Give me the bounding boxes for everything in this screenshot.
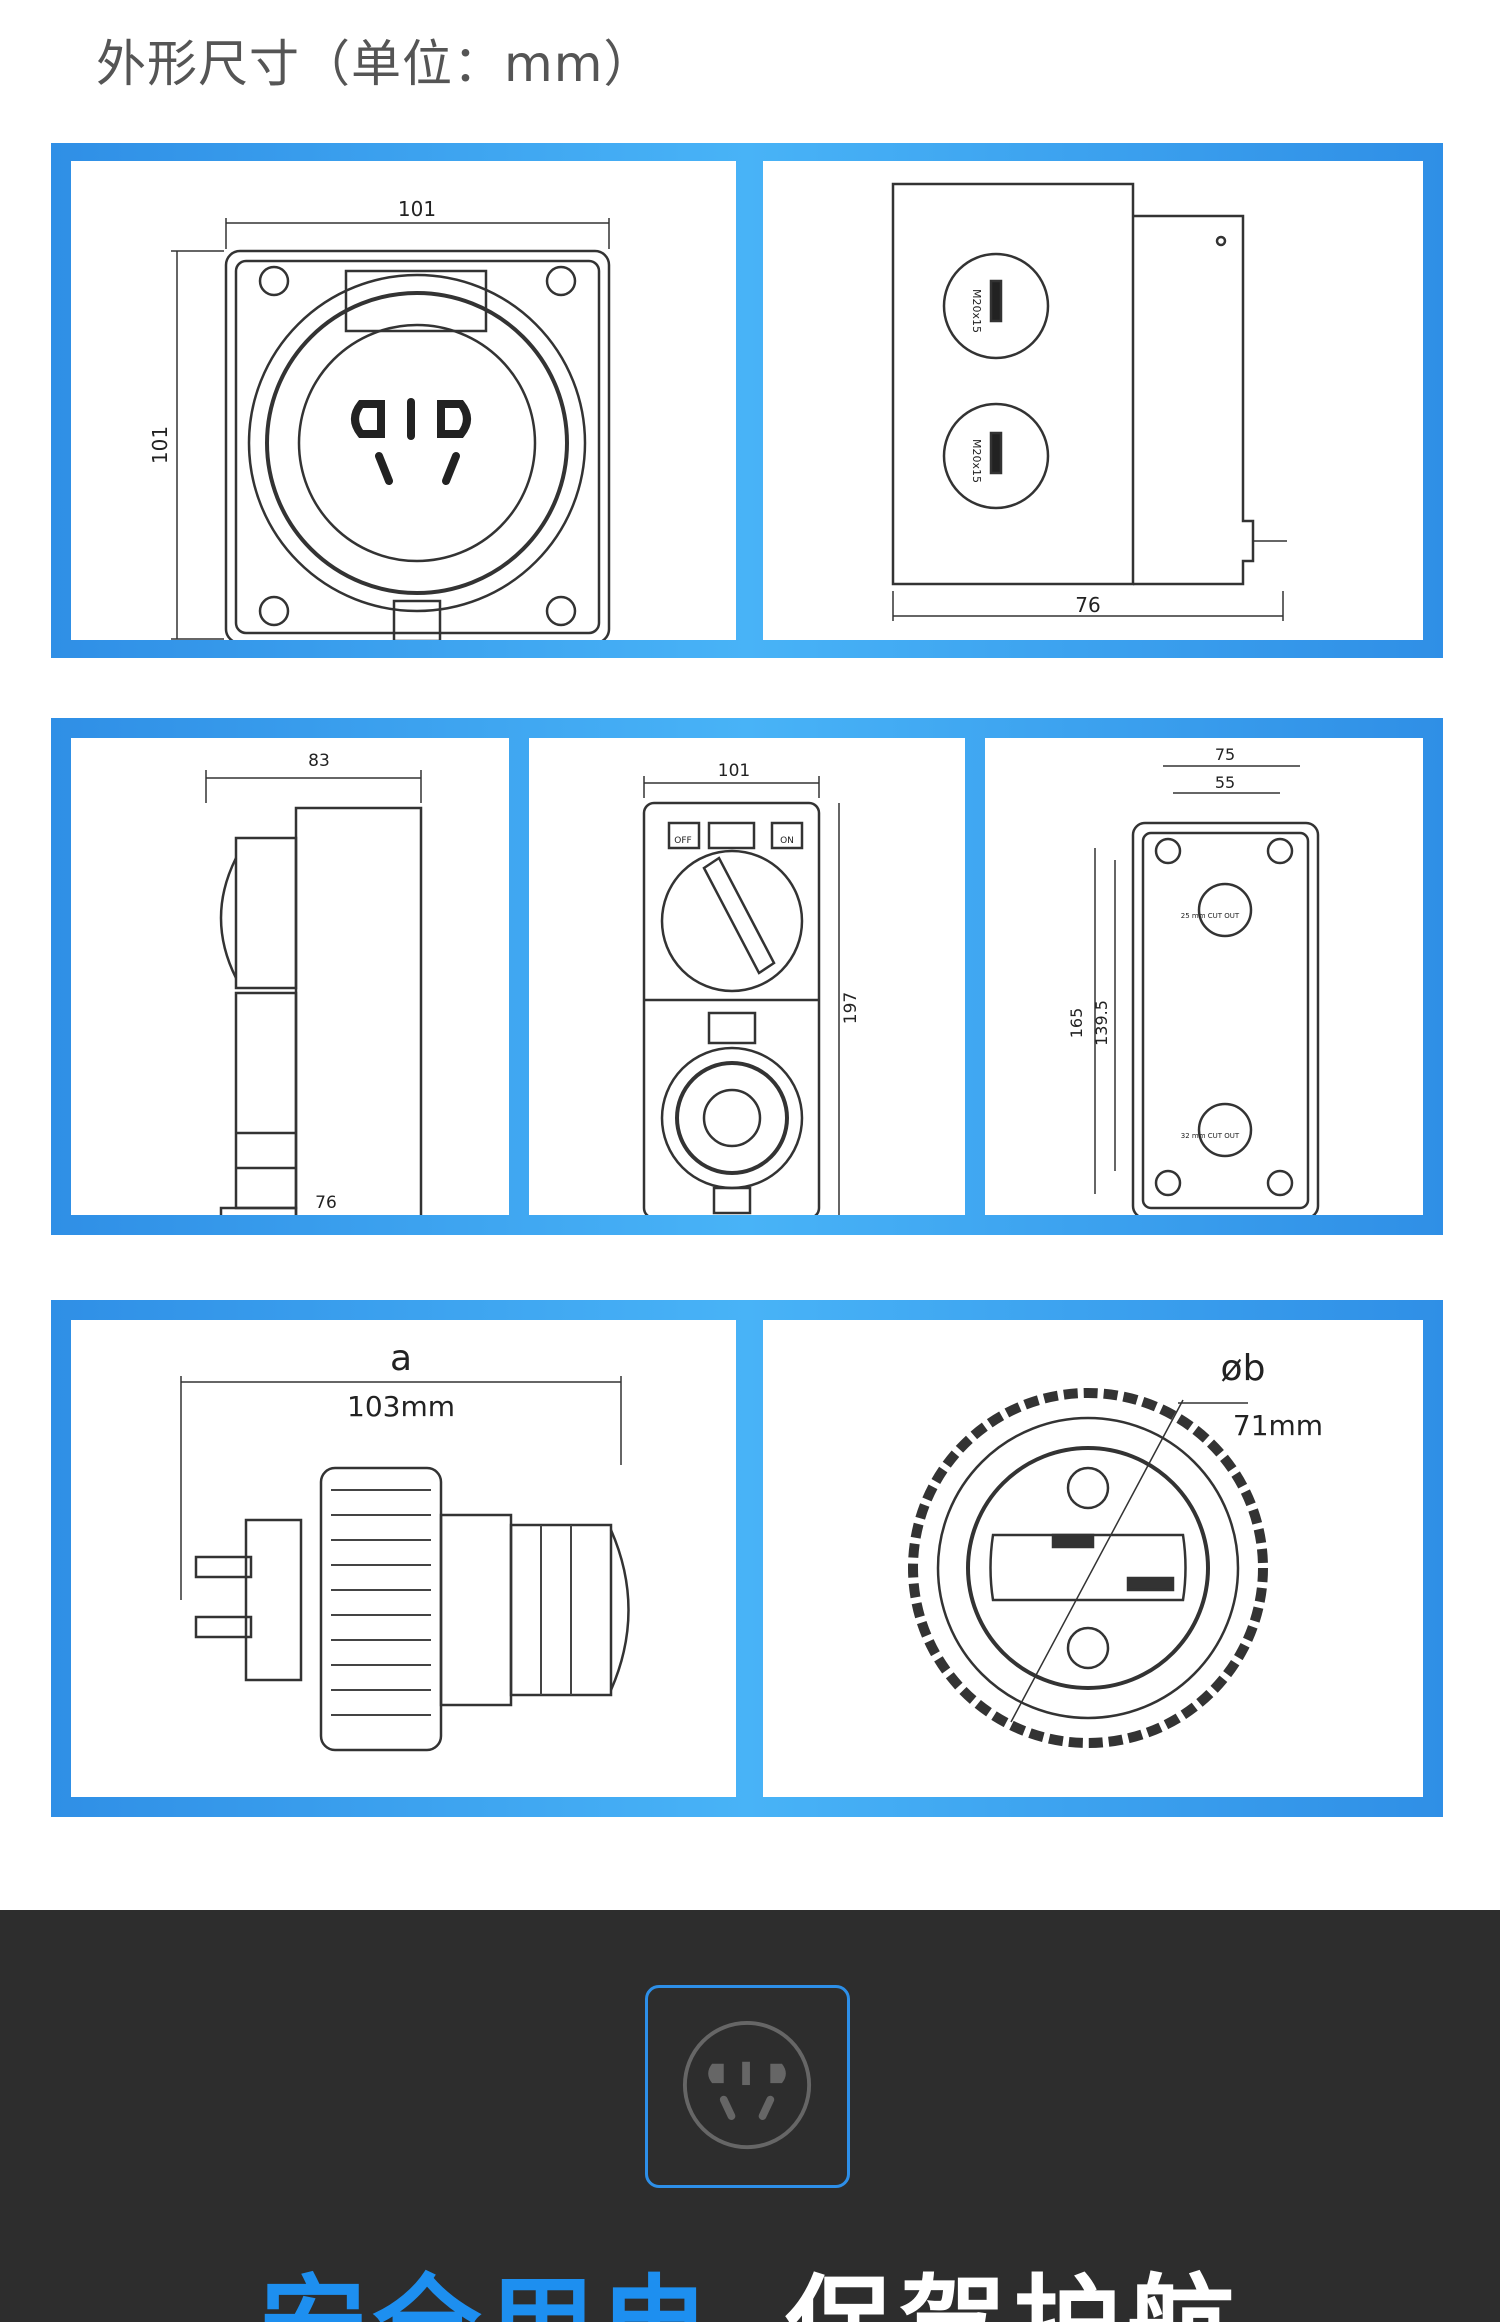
socket-side-panel: M20x15 M20x15 76 <box>763 161 1423 640</box>
dim-inner-height: 139.5 <box>1092 1000 1111 1046</box>
section-title: 外形尺寸（单位：mm） <box>96 35 655 93</box>
dim-depth: 76 <box>1075 593 1100 617</box>
knockout-1: 25 mm CUT OUT <box>1181 912 1240 920</box>
dim-label: øb <box>1221 1348 1266 1389</box>
slogan-blue: 安全用电 <box>259 2265 715 2322</box>
combo-front-drawing: OFF ON 101 197 <box>642 761 861 1215</box>
plug-side-panel: a 103mm <box>71 1320 736 1797</box>
slogan-white: 保驾护航 <box>785 2265 1241 2322</box>
drawing-band-1: 101 101 M20x15 M20x15 76 <box>51 143 1443 658</box>
combo-back-panel: 25 mm CUT OUT 32 mm CUT OUT 75 55 165 13… <box>985 738 1423 1215</box>
dim-height: 197 <box>841 992 861 1024</box>
drawing-band-3: a 103mm øb 71mm <box>51 1300 1443 1817</box>
socket-icon <box>682 2020 812 2150</box>
footer-section <box>0 1910 1500 2322</box>
dim-width: 101 <box>398 197 436 221</box>
off-label: OFF <box>674 836 691 846</box>
combo-side-drawing: 83 76 <box>205 751 423 1215</box>
drawing-band-2: 83 76 OFF <box>51 718 1443 1235</box>
dim-bottom: 76 <box>315 1193 337 1213</box>
on-label: ON <box>780 836 794 846</box>
plug-side-drawing: a 103mm <box>180 1338 630 1752</box>
plug-front-panel: øb 71mm <box>763 1320 1423 1797</box>
socket-front-panel: 101 101 <box>71 161 736 640</box>
dim-length: 103mm <box>347 1390 455 1423</box>
dim-diameter: 71mm <box>1233 1409 1323 1442</box>
socket-side-drawing: M20x15 M20x15 76 <box>891 182 1287 621</box>
dim-outer-width: 75 <box>1215 745 1235 764</box>
combo-front-panel: OFF ON 101 197 <box>529 738 965 1215</box>
slogan: 安全用电 保驾护航 <box>0 2240 1500 2322</box>
plug-front-drawing: øb 71mm <box>908 1348 1323 1748</box>
dim-top: 83 <box>308 751 330 771</box>
dim-label: a <box>390 1338 412 1379</box>
dim-width: 101 <box>718 761 750 781</box>
gland-label-2: M20x15 <box>970 439 983 483</box>
dim-height: 101 <box>148 426 172 464</box>
dim-outer-height: 165 <box>1067 1008 1086 1039</box>
knockout-2: 32 mm CUT OUT <box>1181 1132 1240 1140</box>
socket-front-drawing: 101 101 <box>148 197 611 640</box>
combo-back-drawing: 25 mm CUT OUT 32 mm CUT OUT 75 55 165 13… <box>1067 745 1320 1215</box>
socket-icon-box <box>645 1985 850 2188</box>
gland-label-1: M20x15 <box>970 289 983 333</box>
combo-side-panel: 83 76 <box>71 738 509 1215</box>
dim-inner-width: 55 <box>1215 773 1235 792</box>
